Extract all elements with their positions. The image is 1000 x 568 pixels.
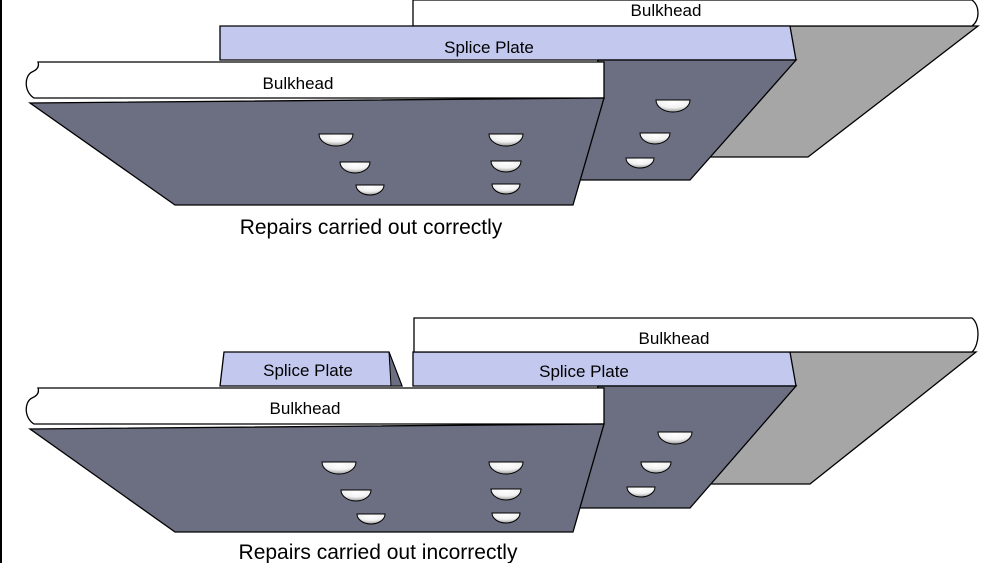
rivet-icon [491,512,521,524]
rivet-group [321,431,693,525]
splice-plate-right-label: Splice Plate [539,362,629,381]
rivet-icon [355,184,385,196]
rivet-icon [340,489,372,502]
panel-correct: Bulkhead Splice Plate Bulkhead Repairs c… [25,0,980,239]
caption-incorrect: Repairs carried out incorrectly [239,541,518,563]
caption-correct: Repairs carried out correctly [240,216,503,239]
bulkhead-front [25,387,605,425]
splice-plate-left-label: Splice Plate [263,361,353,380]
rivet-icon [321,461,357,475]
front-plate-dark [27,97,605,206]
rivet-icon [490,488,522,501]
rivet-group [318,99,691,196]
rivet-icon [655,99,691,113]
panel-incorrect: Splice Plate Splice Plate Bulkhead Bulkh… [25,317,979,564]
rivet-icon [657,431,693,445]
rivet-icon [626,486,656,498]
front-plate-dark [27,423,605,533]
splice-plate-left-edge [388,351,403,387]
bulkhead-back [412,0,979,27]
rivet-icon [356,513,386,525]
bulkhead-front-label: Bulkhead [263,74,334,93]
rivet-icon [639,132,671,145]
rivet-icon [488,133,524,147]
rivet-icon [318,133,354,147]
rivet-icon [625,157,655,169]
bulkhead-front-label: Bulkhead [270,399,341,418]
bulkhead-back-label: Bulkhead [639,329,710,348]
rivet-icon [640,461,672,474]
rivet-icon [491,183,521,195]
rivet-icon [490,160,522,173]
rivet-icon [488,461,524,475]
rivet-icon [339,161,371,174]
bulkhead-back [413,317,979,353]
bulkhead-front [25,61,605,99]
splice-plate-label: Splice Plate [444,38,534,57]
bulkhead-back-label: Bulkhead [631,1,702,20]
